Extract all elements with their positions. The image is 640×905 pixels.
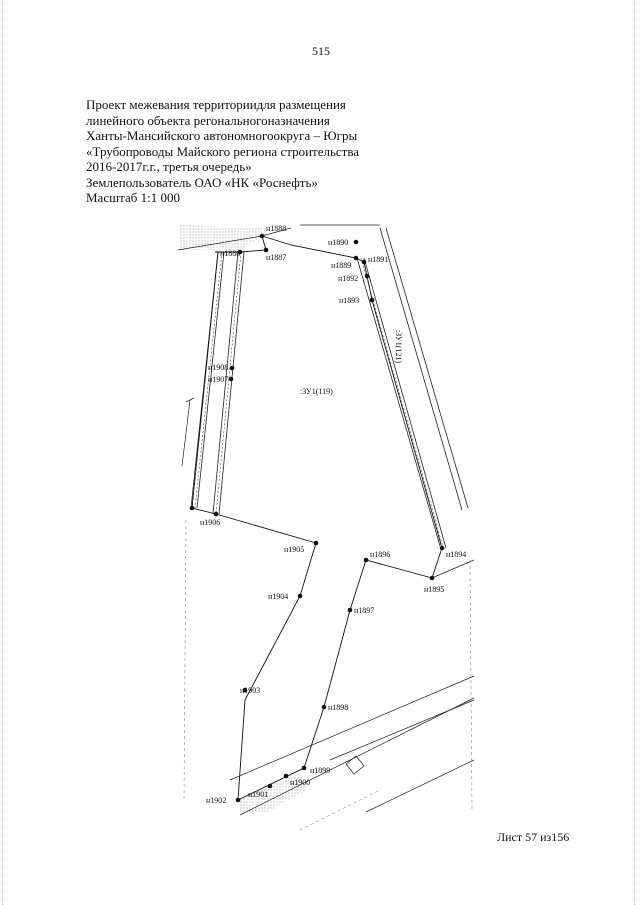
point-n1905	[313, 540, 319, 546]
header-line-2: линейного объекта регональногоназначения	[86, 112, 330, 128]
point-n1895	[429, 575, 435, 581]
page-edge-right	[634, 0, 635, 905]
label-n1904: н1904	[268, 592, 288, 601]
label-n1901: н1901	[248, 790, 268, 799]
point-n1893	[369, 297, 375, 303]
header-line-3: Ханты-Мансийского автономногоокруга – Юг…	[86, 128, 358, 143]
point-n1896	[363, 557, 369, 563]
hatched-area-top	[180, 225, 262, 250]
point-n1897	[347, 607, 353, 613]
point-n1900	[283, 773, 289, 779]
dashed-lines	[183, 519, 473, 831]
point-n1899	[301, 765, 307, 771]
label-n1892: н1892	[338, 274, 358, 283]
road-label: :ЗУ1(121)	[394, 330, 403, 363]
left-road-corridor	[190, 251, 245, 515]
header-line-4: «Трубопроводы Майского региона строитель…	[86, 143, 360, 159]
right-road-corridor	[356, 227, 469, 549]
header-line-6: Землепользователь ОАО «НК «Роснефть»	[86, 174, 318, 190]
point-n1904	[297, 593, 303, 599]
point-n1892	[364, 273, 370, 279]
point-n1886	[237, 249, 243, 255]
label-n1902: н1902	[206, 796, 226, 805]
point-n1891	[361, 259, 367, 265]
document-header: Проект межевания территориидля размещени…	[86, 97, 359, 206]
label-n1899: н1899	[310, 766, 330, 775]
label-n1894: н1894	[446, 550, 466, 559]
label-n1889: н1889	[331, 261, 351, 270]
point-n1888	[259, 233, 265, 239]
adjacent-lines	[177, 224, 475, 816]
point-n1887	[263, 247, 269, 253]
header-line-1: Проект межевания территориидля размещени…	[86, 97, 346, 112]
point-n1898	[321, 704, 327, 710]
label-n1891: н1891	[368, 255, 388, 264]
point-n1903	[242, 687, 248, 693]
label-n1900: н1900	[290, 778, 310, 787]
hatched-area-bottom	[238, 772, 306, 812]
point-n1906a	[189, 505, 195, 511]
label-n1897: н1897	[354, 606, 374, 615]
point-n1908	[229, 365, 235, 371]
label-n1906: н1906	[200, 518, 220, 527]
label-n1898: н1898	[328, 703, 348, 712]
point-n1894	[439, 545, 445, 551]
header-line-7: Масштаб 1:1 000	[86, 190, 180, 205]
point-n1906	[213, 511, 219, 517]
label-n1896: н1896	[370, 550, 390, 559]
point-n1889	[353, 255, 359, 261]
label-n1893: н1893	[339, 296, 359, 305]
point-n1890	[353, 239, 359, 245]
label-n1903: н1903	[240, 686, 260, 695]
point-n1902	[235, 797, 241, 803]
page-edge-left	[2, 0, 3, 905]
sheet-number: Лист 57 из156	[497, 830, 570, 844]
page-number: 515	[312, 44, 330, 58]
parcel-boundary	[191, 235, 443, 801]
label-n1907: н1907	[208, 375, 228, 384]
header-line-5: 2016-2017г.г., третья очередь»	[86, 159, 252, 174]
point-n1901	[267, 783, 273, 789]
label-n1895: н1895	[424, 585, 444, 594]
label-n1905: н1905	[284, 545, 304, 554]
point-labels: н1888 н1886 н1887 н1890 н1891 н1889 н189…	[200, 224, 466, 805]
label-n1888: н1888	[266, 224, 286, 233]
label-n1908: н1908	[208, 363, 228, 372]
label-n1887: н1887	[266, 253, 286, 262]
parcel-label: :ЗУ1(119)	[300, 387, 333, 396]
label-n1886: н1886	[220, 249, 240, 258]
label-n1890: н1890	[328, 238, 348, 247]
point-n1907	[228, 376, 234, 382]
boundary-points	[189, 233, 445, 803]
